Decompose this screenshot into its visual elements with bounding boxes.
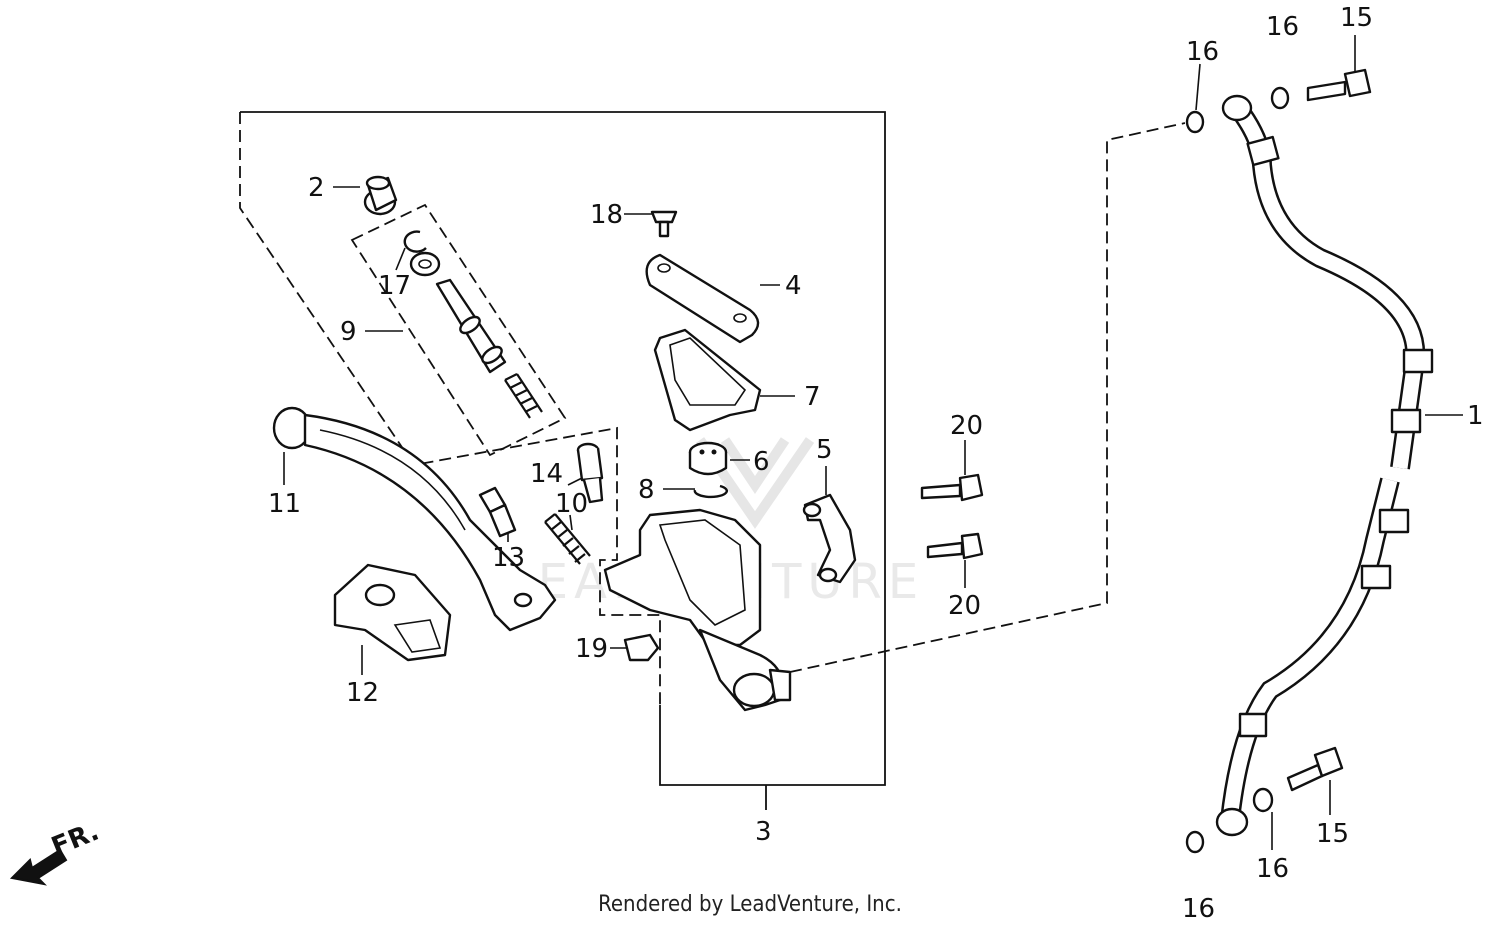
callout-16-upper-right: 16 <box>1266 12 1299 42</box>
callout-15-upper: 15 <box>1340 3 1373 33</box>
holder-part <box>802 493 857 584</box>
boot-part <box>363 175 398 216</box>
callout-1: 1 <box>1467 401 1484 431</box>
callout-9: 9 <box>340 317 357 347</box>
banjo-bolt-15a-part <box>1306 68 1372 102</box>
washer-16d-part <box>1185 830 1205 854</box>
callout-19: 19 <box>575 634 608 664</box>
assembly-3-boundary <box>240 111 886 786</box>
callout-11: 11 <box>268 489 301 519</box>
bolt-20-upper-part <box>920 473 984 502</box>
switch-spring-part <box>544 513 591 565</box>
callout-4: 4 <box>785 271 802 301</box>
front-direction-arrow-icon <box>9 848 68 886</box>
cap-screw-part <box>650 210 678 238</box>
callout-5: 5 <box>816 435 833 465</box>
callout-18: 18 <box>590 200 623 230</box>
callout-16-lower-right: 16 <box>1256 854 1289 884</box>
adjuster-part <box>478 486 517 538</box>
callout-16-lower-left: 16 <box>1182 894 1215 924</box>
washer-16b-part <box>1270 86 1290 110</box>
brake-lever-part <box>272 406 557 632</box>
piston-spring <box>504 373 543 419</box>
footer-credit: Rendered by LeadVenture, Inc. <box>598 892 902 917</box>
callout-8: 8 <box>638 475 655 505</box>
hose-leader-line <box>789 122 1186 673</box>
callout-3: 3 <box>755 817 772 847</box>
washer-part <box>409 251 441 277</box>
pivot-bolt-part <box>576 442 604 504</box>
callout-7: 7 <box>804 382 821 412</box>
callout-20-lower: 20 <box>948 591 981 621</box>
callout-20-upper: 20 <box>950 411 983 441</box>
master-cylinder-part <box>603 508 792 712</box>
bolt-20-lower-part <box>926 532 984 560</box>
piston-kit-box <box>350 203 567 457</box>
callout-6: 6 <box>753 447 770 477</box>
ring-part <box>693 484 728 499</box>
piston-part <box>435 278 507 374</box>
assembly-3-dashed-left <box>239 112 661 705</box>
banjo-bolt-15b-part <box>1286 746 1344 792</box>
plate-part <box>688 441 728 476</box>
callout-2: 2 <box>308 173 325 203</box>
washer-16c-part <box>1252 787 1274 813</box>
brake-hose-part <box>1215 94 1434 837</box>
circlip-part <box>403 230 427 253</box>
callout-10: 10 <box>555 489 588 519</box>
callout-12: 12 <box>346 678 379 708</box>
nut-part <box>623 633 660 662</box>
front-direction-label: FR. <box>47 817 103 863</box>
diaphragm-part <box>653 328 762 432</box>
leader-lines <box>283 35 1463 850</box>
reservoir-cap-part <box>645 253 760 344</box>
callout-13: 13 <box>492 543 525 573</box>
lever-cover-part <box>333 563 452 662</box>
callout-16-upper-left: 16 <box>1186 37 1219 67</box>
callout-15-lower: 15 <box>1316 819 1349 849</box>
callout-17: 17 <box>378 271 411 301</box>
washer-16a-part <box>1185 110 1205 134</box>
callout-14: 14 <box>530 459 563 489</box>
